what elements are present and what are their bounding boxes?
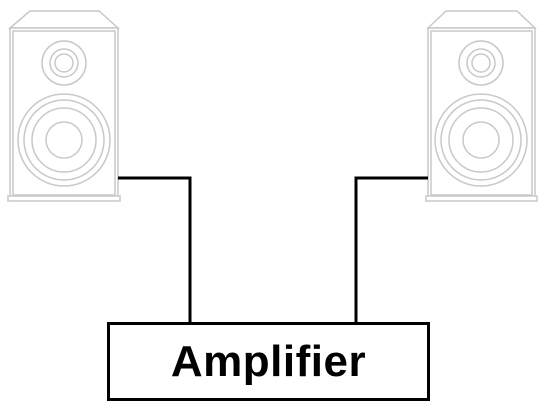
amplifier-box: Amplifier [107, 322, 430, 401]
left-speaker-icon [7, 10, 121, 202]
amplifier-label: Amplifier [170, 336, 367, 386]
right-speaker-icon [425, 10, 538, 202]
left-speaker-wire [118, 176, 192, 322]
right-speaker-wire [354, 176, 428, 322]
